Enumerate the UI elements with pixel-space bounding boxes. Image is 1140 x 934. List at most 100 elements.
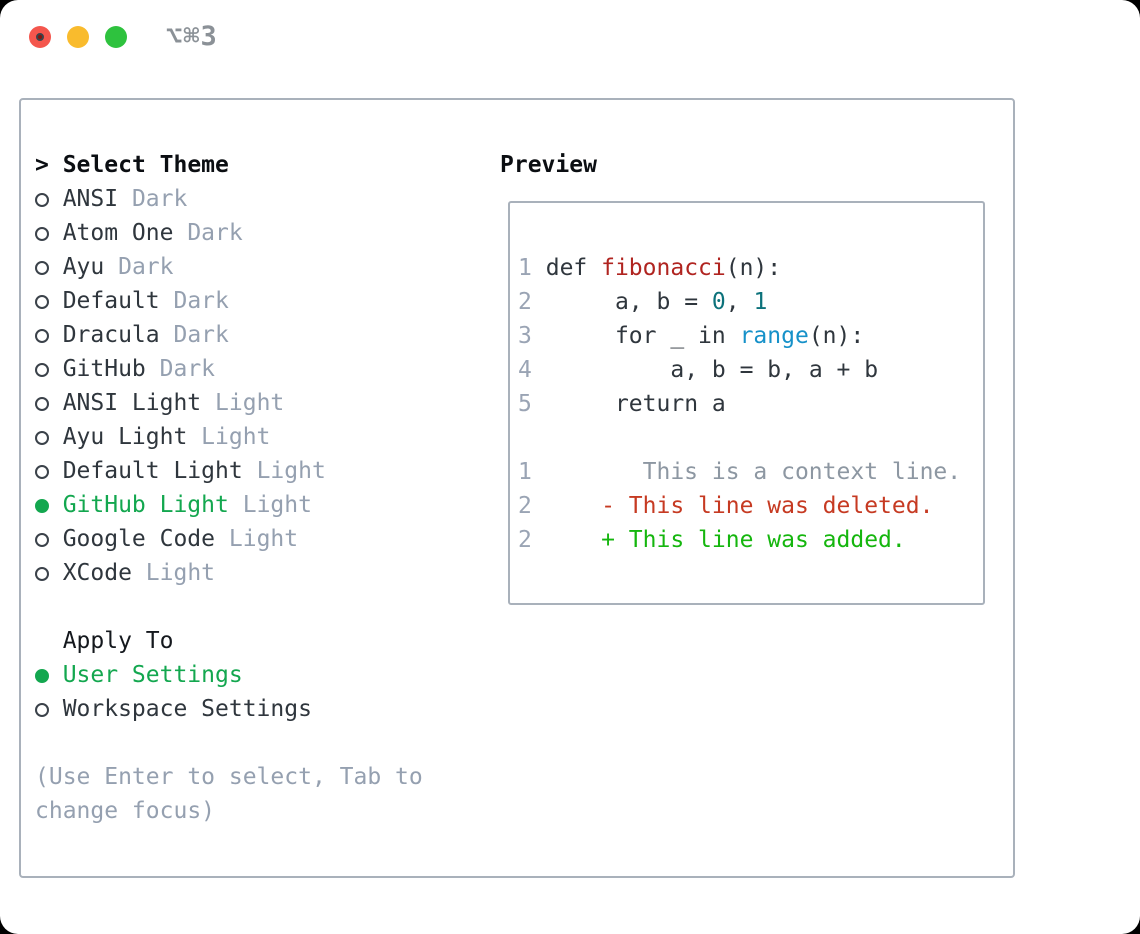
diff-line: 2 + This line was added.: [518, 523, 961, 557]
radio-unselected-icon: [35, 397, 49, 411]
radio-unselected-icon: [35, 329, 49, 343]
radio-icon: [35, 318, 63, 352]
close-dot-icon: [36, 33, 44, 41]
theme-variant: Light: [215, 390, 285, 416]
theme-name: Default: [62, 288, 160, 314]
theme-variant: Dark: [159, 356, 216, 382]
theme-name: XCode: [62, 560, 132, 586]
spacer: [35, 590, 423, 624]
line-number: 1: [518, 459, 532, 485]
radio-icon: [35, 182, 63, 216]
radio-unselected-icon: [35, 703, 49, 717]
line-number: 5: [518, 391, 532, 417]
theme-name: Ayu Light: [62, 424, 188, 450]
radio-icon: [35, 386, 63, 420]
radio-unselected-icon: [35, 567, 49, 581]
code-segment: return a: [614, 391, 726, 417]
radio-icon: [35, 454, 63, 488]
code-segment: - This line was deleted.: [601, 493, 934, 519]
theme-header-row: > Select Theme: [35, 148, 423, 182]
code-line: [518, 421, 961, 455]
theme-option[interactable]: GitHub Light Light: [35, 488, 423, 522]
apply-option[interactable]: Workspace Settings: [35, 692, 423, 726]
code-line: 4 a, b = b, a + b: [518, 353, 961, 387]
theme-variant: Dark: [187, 220, 243, 246]
theme-variant: Light: [201, 424, 271, 450]
code-segment: (n):: [725, 255, 782, 281]
apply-to-title: Apply To: [62, 628, 174, 654]
code-segment: 0: [711, 289, 726, 315]
code-line: 1 def fibonacci(n):: [518, 251, 961, 285]
code-segment: range: [739, 323, 809, 349]
theme-name: ANSI: [62, 186, 119, 212]
line-number: 1: [518, 255, 532, 281]
radio-unselected-icon: [35, 227, 49, 241]
apply-option[interactable]: User Settings: [35, 658, 423, 692]
code-segment: 1: [753, 289, 768, 315]
theme-option[interactable]: XCode Light: [35, 556, 423, 590]
radio-icon: [35, 420, 63, 454]
diff-line: 2 - This line was deleted.: [518, 489, 961, 523]
theme-name: GitHub: [62, 356, 146, 382]
radio-unselected-icon: [35, 465, 49, 479]
theme-variant: Dark: [131, 186, 188, 212]
spacer: [35, 726, 423, 760]
theme-option[interactable]: Atom One Dark: [35, 216, 423, 250]
apply-option-label: Workspace Settings: [62, 696, 312, 722]
diff-line: 1 This is a context line.: [518, 455, 961, 489]
radio-unselected-icon: [35, 193, 49, 207]
line-number: 2: [518, 527, 532, 553]
close-button[interactable]: [29, 26, 51, 48]
theme-option[interactable]: ANSI Light Light: [35, 386, 423, 420]
dialog-title: Select Theme: [62, 152, 229, 178]
code-segment: ,: [725, 289, 754, 315]
radio-selected-icon: [35, 499, 49, 513]
apply-to-header-row: Apply To: [35, 624, 423, 658]
theme-name: Atom One: [62, 220, 174, 246]
line-number: 4: [518, 357, 532, 383]
prompt-caret-icon: >: [35, 152, 63, 178]
theme-option[interactable]: Default Light Light: [35, 454, 423, 488]
radio-icon: [35, 284, 63, 318]
theme-option[interactable]: Ayu Dark: [35, 250, 423, 284]
radio-unselected-icon: [35, 363, 49, 377]
code-segment: This is a context line.: [642, 459, 962, 485]
radio-selected-icon: [35, 669, 49, 683]
code-line: 2 a, b = 0, 1: [518, 285, 961, 319]
theme-option[interactable]: Dracula Dark: [35, 318, 423, 352]
theme-variant: Light: [145, 560, 216, 586]
theme-option[interactable]: ANSI Dark: [35, 182, 423, 216]
code-segment: + This line was added.: [601, 527, 906, 553]
radio-icon: [35, 556, 63, 590]
radio-icon: [35, 352, 63, 386]
radio-unselected-icon: [35, 261, 49, 275]
radio-icon: [35, 692, 63, 726]
theme-option[interactable]: Google Code Light: [35, 522, 423, 556]
help-text: change focus): [35, 798, 216, 824]
theme-variant: Dark: [173, 288, 229, 314]
zoom-button[interactable]: [105, 26, 127, 48]
theme-option[interactable]: Default Dark: [35, 284, 423, 318]
preview-title: Preview: [500, 152, 597, 178]
line-number: 2: [518, 289, 532, 315]
apply-option-label: User Settings: [62, 662, 243, 688]
line-number: 3: [518, 323, 532, 349]
theme-variant: Dark: [118, 254, 174, 280]
minimize-button[interactable]: [67, 26, 89, 48]
theme-option[interactable]: Ayu Light Light: [35, 420, 423, 454]
theme-name: ANSI Light: [62, 390, 202, 416]
theme-variant: Light: [256, 458, 326, 484]
theme-option[interactable]: GitHub Dark: [35, 352, 423, 386]
code-line: 5 return a: [518, 387, 961, 421]
code-segment: for _ in: [614, 323, 740, 349]
radio-unselected-icon: [35, 431, 49, 445]
code-segment: a, b = b, a + b: [670, 357, 879, 383]
theme-name: Default Light: [62, 458, 243, 484]
theme-variant: Light: [242, 492, 312, 518]
code-segment: a, b =: [614, 289, 712, 315]
